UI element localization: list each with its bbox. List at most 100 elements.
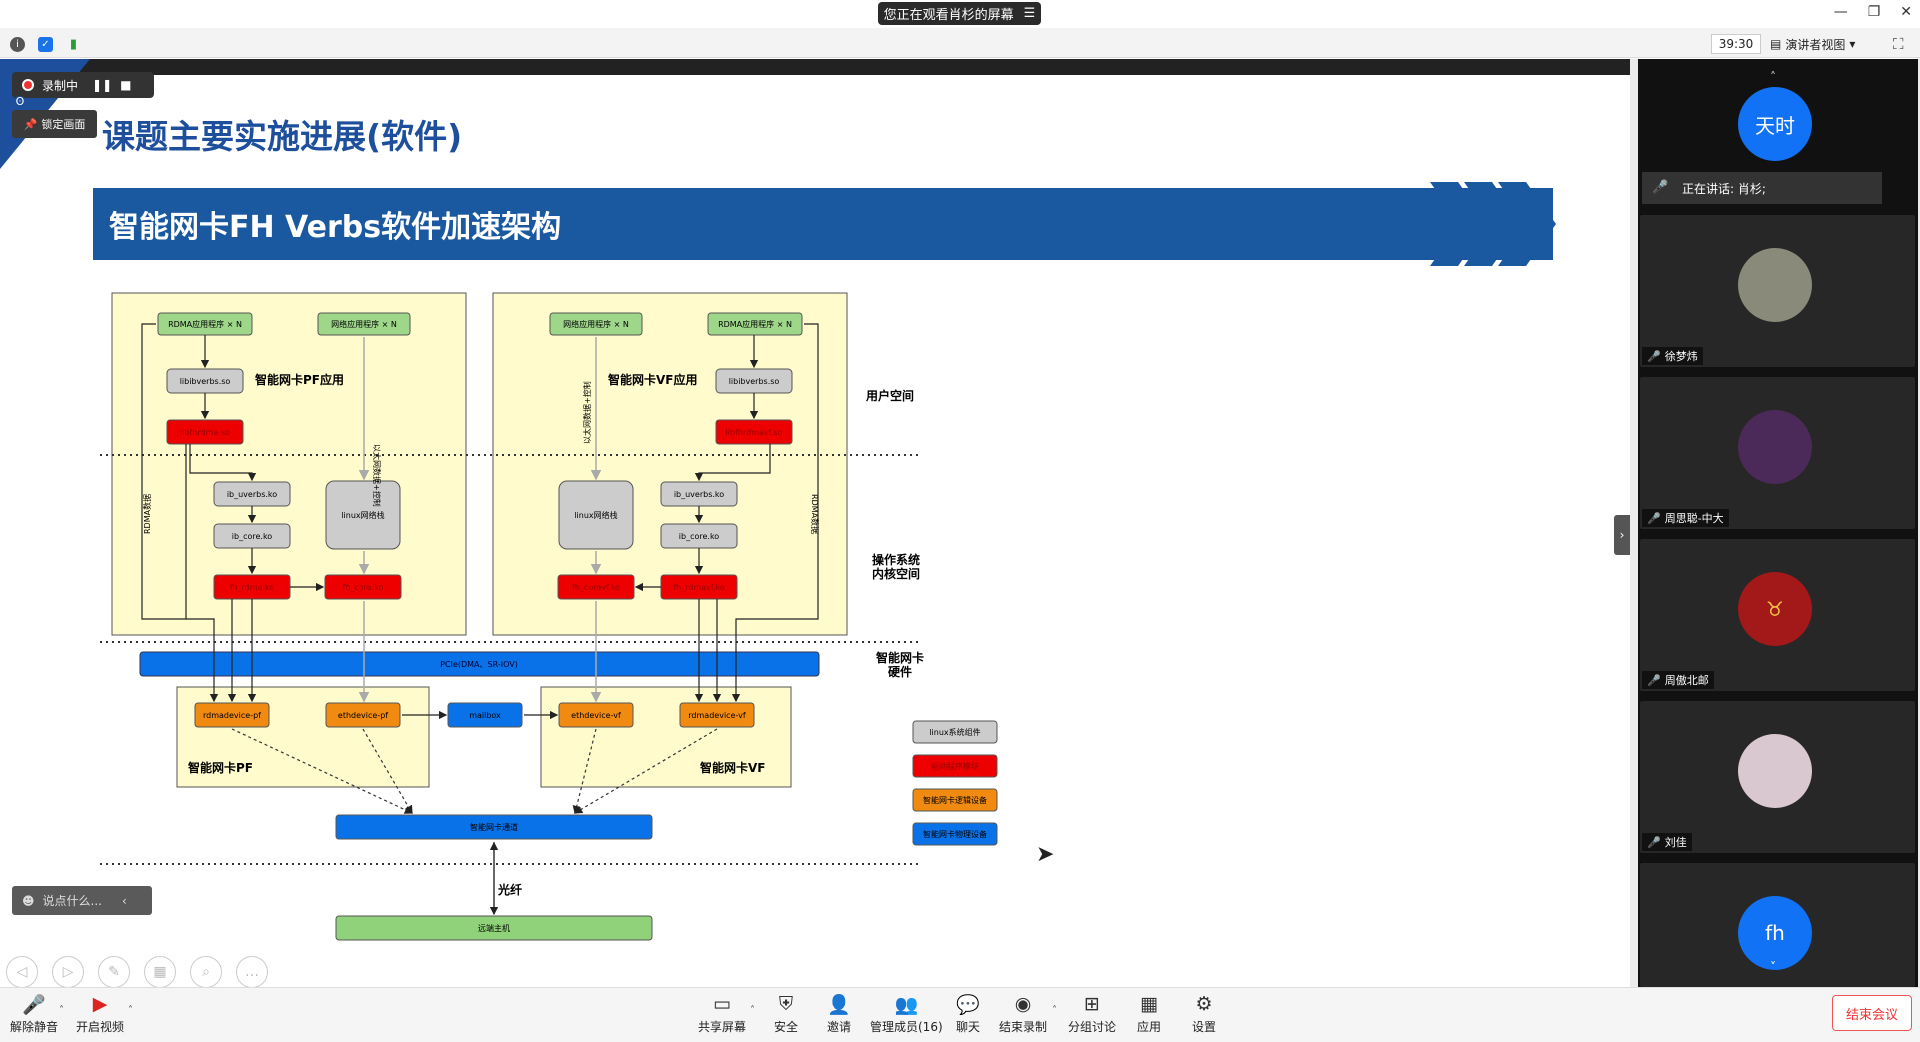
lock-label: 锁定画面 — [41, 118, 86, 131]
shield-icon[interactable]: ✓ — [38, 37, 53, 52]
vf-ib-uverbs: ib_uverbs.ko — [674, 490, 724, 499]
chevron-up-icon[interactable]: ˄ — [1052, 1005, 1057, 1016]
menu-icon[interactable]: ☰ — [1023, 6, 1036, 21]
info-icon[interactable]: i — [10, 37, 25, 52]
pf-ib-core: ib_core.ko — [232, 532, 273, 541]
unmute-label: 解除静音 — [10, 1020, 59, 1034]
avatar — [1738, 734, 1812, 808]
vf-linux-stack: linux网络栈 — [574, 510, 617, 520]
participant-tile[interactable]: 🎤徐梦炜 — [1640, 215, 1915, 367]
lock-screen-button[interactable]: 📌 锁定画面 — [12, 110, 97, 138]
mic-muted-icon: 🎤 — [1647, 673, 1661, 687]
breakout-button[interactable]: ⊞分组讨论 — [1068, 992, 1116, 1035]
banner-text: 智能网卡FH Verbs软件加速架构 — [109, 210, 562, 245]
sharing-indicator[interactable]: 您正在观看肖杉的屏幕 ☰ — [878, 2, 1041, 25]
chat-label: 聊天 — [956, 1020, 981, 1034]
settings-button[interactable]: ⚙ 设置 — [1192, 992, 1216, 1035]
apps-button[interactable]: ▦应用 — [1137, 992, 1161, 1035]
manage-members-button[interactable]: 👥管理成员(16) — [870, 992, 943, 1035]
close-icon[interactable]: ✕ — [1900, 4, 1912, 20]
participant-name-tag: 🎤周傲北邮 — [1642, 671, 1714, 689]
participant-tile[interactable]: fh — [1640, 863, 1915, 987]
share-screen-icon: ▭ — [713, 993, 731, 1015]
chevron-up-icon[interactable]: ˄ — [750, 1005, 755, 1016]
end-record-label: 结束录制 — [999, 1020, 1048, 1034]
start-video-button[interactable]: ▶开启视频 — [76, 992, 124, 1035]
slide-banner: 智能网卡FH Verbs软件加速架构 — [93, 188, 1553, 260]
more-icon[interactable]: … — [236, 956, 268, 988]
vf-linux-stack-box — [558, 480, 634, 550]
pf-net-app: 网络应用程序 × N — [331, 319, 397, 329]
rdmadevice-pf-box — [194, 702, 270, 728]
view-mode-button[interactable]: ▤ 演讲者视图 ▾ — [1770, 34, 1880, 54]
security-button[interactable]: ⛨安全 — [774, 992, 798, 1035]
end-meeting-button[interactable]: 结束会议 — [1832, 995, 1912, 1031]
chevron-left-icon[interactable]: ‹ — [121, 893, 127, 908]
participant-name: 周思聪-中大 — [1664, 512, 1724, 525]
mic-muted-icon: 🎤 — [1647, 349, 1661, 363]
emoji-icon[interactable]: ☻ — [22, 893, 35, 908]
kernel-space-label-2: 内核空间 — [872, 566, 920, 581]
pcie-bar — [139, 651, 820, 677]
speaking-label: 正在讲话: 肖杉; — [1682, 181, 1766, 196]
stop-icon[interactable]: ■ — [120, 78, 132, 92]
chat-button[interactable]: 💬 聊天 — [956, 992, 980, 1035]
nic-pf-label: 智能网卡PF — [187, 760, 253, 775]
scroll-up-icon[interactable]: ˄ — [1770, 70, 1776, 84]
ethdevice-pf-box — [325, 702, 401, 728]
chat-icon: 💬 — [956, 993, 980, 1016]
participant-tile[interactable]: 🎤周思聪-中大 — [1640, 377, 1915, 529]
rdmadevice-pf: rdmadevice-pf — [203, 711, 261, 720]
legend-driver-box — [912, 754, 998, 778]
end-record-button[interactable]: ◉结束录制 — [999, 992, 1047, 1035]
chevron-up-icon[interactable]: ˄ — [128, 1005, 133, 1016]
participant-name-tag: 🎤周思聪-中大 — [1642, 509, 1729, 527]
restore-icon[interactable]: ❐ — [1867, 4, 1881, 20]
panel-collapse-handle[interactable]: › — [1614, 515, 1630, 555]
hw-label-2: 硬件 — [888, 664, 912, 679]
kernel-space-label-1: 操作系统 — [872, 552, 920, 567]
participant-tile[interactable]: 🎤刘佳 — [1640, 701, 1915, 853]
scroll-down-icon[interactable]: ˅ — [1770, 960, 1776, 974]
unmute-button[interactable]: 🎤解除静音 — [10, 992, 58, 1035]
participant-tile[interactable]: ♉ 🎤周傲北邮 — [1640, 539, 1915, 691]
nic-vf-label: 智能网卡VF — [699, 760, 766, 775]
legend-driver: 驱动程序模块 — [931, 761, 979, 771]
pf-rdma-data: RDMA数据 — [142, 494, 152, 534]
invite-button[interactable]: 👤邀请 — [827, 992, 851, 1035]
meeting-toolbar — [0, 987, 1920, 1042]
chevron-up-icon[interactable]: ˄ — [59, 1005, 64, 1016]
pen-icon[interactable]: ✎ — [98, 956, 130, 988]
legend-linux: linux系统组件 — [929, 727, 980, 737]
mailbox-box — [447, 702, 523, 728]
next-icon[interactable]: ▷ — [52, 956, 84, 988]
record-dot-icon — [22, 79, 34, 91]
pf-linux-stack-box — [325, 480, 401, 550]
pause-icon[interactable]: ❚❚ — [92, 78, 113, 92]
fullscreen-icon[interactable]: ⛶ — [1893, 35, 1904, 53]
rdmadevice-vf: rdmadevice-vf — [688, 711, 746, 720]
legend-logical-box — [912, 788, 998, 812]
layout-icon: ▤ — [1770, 37, 1782, 51]
zoom-icon[interactable]: ⌕ — [190, 956, 222, 988]
nic-channel-box — [335, 814, 653, 840]
vf-app-label: 智能网卡VF应用 — [607, 372, 698, 387]
signal-icon[interactable]: ▮ — [69, 37, 78, 52]
mailbox: mailbox — [469, 711, 501, 720]
legend-physical-box — [912, 822, 998, 846]
whiteboard-icon[interactable]: ▦ — [144, 956, 176, 988]
vf-libibverbs: libibverbs.so — [729, 377, 780, 386]
gear-icon: ⚙ — [1195, 993, 1213, 1015]
chat-input[interactable]: ☻ 说点什么... ‹ — [12, 886, 152, 915]
video-off-icon: ▶ — [92, 993, 108, 1015]
ethdevice-vf: ethdevice-vf — [571, 711, 621, 720]
mic-muted-icon: 🎤 — [1647, 835, 1661, 849]
apps-icon: ▦ — [1140, 993, 1158, 1015]
settings-label: 设置 — [1192, 1020, 1217, 1034]
share-screen-button[interactable]: ▭共享屏幕 — [698, 992, 746, 1035]
invite-label: 邀请 — [827, 1020, 852, 1034]
minimize-icon[interactable]: — — [1833, 4, 1848, 20]
participant-name: 周傲北邮 — [1664, 674, 1709, 687]
mic-muted-icon: 🎤 — [1647, 511, 1661, 525]
prev-icon[interactable]: ◁ — [6, 956, 38, 988]
